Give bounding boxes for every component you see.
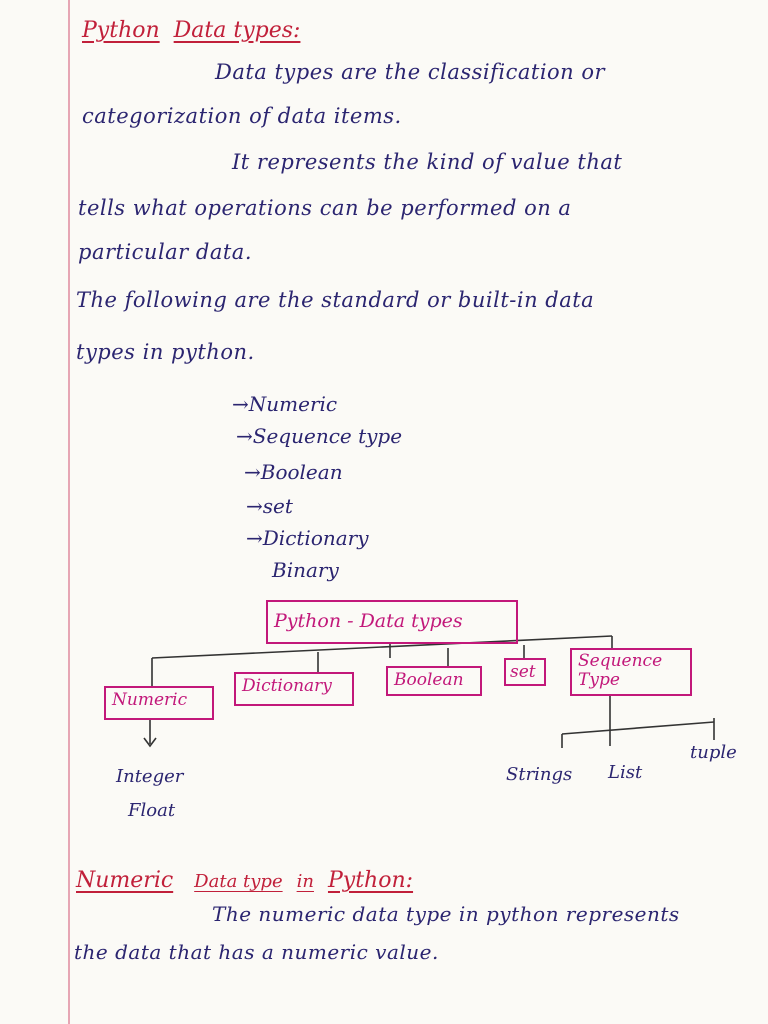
- para2-line-3: particular data.: [78, 240, 252, 264]
- section-heading-numeric: Numeric Data type in Python:: [76, 868, 413, 893]
- intro-line-1: Data types are the classification or: [215, 60, 606, 84]
- title-python: Python: [82, 18, 160, 43]
- title-data-types: Data types:: [173, 18, 301, 43]
- para3-line-2: types in python.: [76, 340, 255, 364]
- numeric-line-2: the data that has a numeric value.: [74, 940, 439, 964]
- tree-leaf-list: List: [608, 762, 643, 783]
- types-list-item: →set: [246, 494, 293, 518]
- types-list-item: Binary: [272, 558, 339, 582]
- tree-leaf-integer: Integer: [116, 766, 184, 787]
- tree-leaf-tuple: tuple: [690, 742, 737, 763]
- tree-node-numeric: Numeric: [104, 686, 214, 720]
- tree-node-boolean: Boolean: [386, 666, 482, 696]
- tree-node-set: set: [504, 658, 546, 686]
- margin-line: [68, 0, 70, 1024]
- section-heading-word: in: [296, 871, 314, 892]
- para2-line-2: tells what operations can be performed o…: [78, 196, 572, 220]
- para3-line-1: The following are the standard or built-…: [76, 288, 595, 312]
- section-heading-word: Numeric: [76, 868, 174, 893]
- para2-line-1: It represents the kind of value that: [232, 150, 623, 174]
- page-title: Python Data types:: [82, 18, 300, 43]
- tree-leaf-strings: Strings: [506, 764, 573, 785]
- tree-node-sequence-type: Sequence Type: [570, 648, 692, 696]
- section-heading-word: Data type: [194, 871, 283, 892]
- tree-leaf-float: Float: [128, 800, 176, 821]
- types-list-item: →Boolean: [244, 460, 343, 484]
- tree-node-dictionary: Dictionary: [234, 672, 354, 706]
- types-list-item: →Numeric: [232, 392, 338, 416]
- section-heading-word: Python:: [327, 868, 414, 893]
- intro-line-2: categorization of data items.: [82, 104, 402, 128]
- types-list-item: →Dictionary: [246, 526, 369, 550]
- types-list-item: →Sequence type: [236, 424, 403, 448]
- numeric-line-1: The numeric data type in python represen…: [212, 902, 680, 926]
- tree-root-node: Python - Data types: [266, 600, 518, 644]
